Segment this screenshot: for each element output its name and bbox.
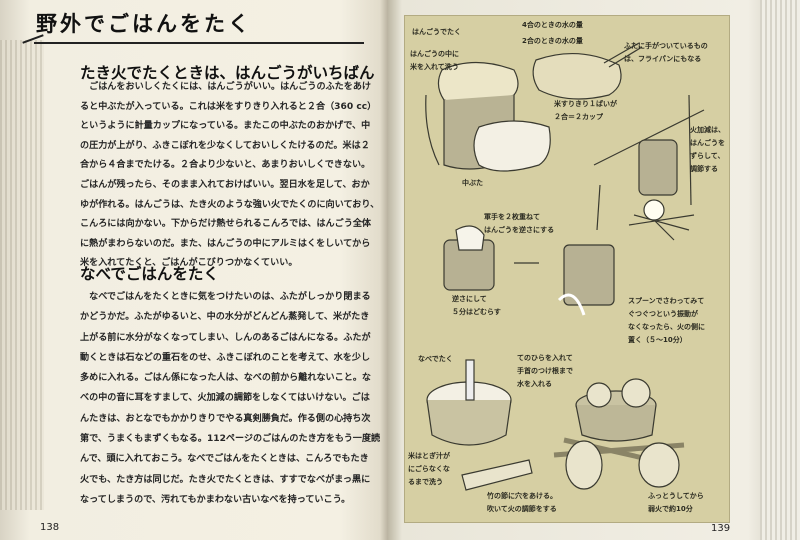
text-line: べの中の音に耳をすまして、火加減の調節をしなくてはいけない。ごは xyxy=(80,393,370,404)
label-line: 竹の節に穴をあける。 xyxy=(487,492,557,500)
label-heat-adjust: 火加減は、はんごうをずらして、調節する xyxy=(690,124,725,176)
label-line: ５分はどむらす xyxy=(452,308,501,316)
label-gloves: 軍手を２枚重ねてはんごうを逆さにする xyxy=(484,211,554,237)
label-line: はんごうの中に xyxy=(410,50,459,58)
label-wash-clear: 米はとぎ汁がにごらなくなるまで洗う xyxy=(408,450,450,489)
section-heading-hangou: たき火でたくときは、はんごうがいちばん xyxy=(80,64,375,82)
label-line: 米を入れて洗う xyxy=(410,63,459,71)
label-water-2go: 2合のときの水の量 xyxy=(522,37,583,45)
label-line: 手首のつけ根まで xyxy=(517,367,573,375)
label-line: 米すりきり１ぱいが xyxy=(554,100,617,108)
text-line: 第で、うまくもまずくもなる。112ページのごはんのたき方をもう一度読 xyxy=(80,434,381,445)
label-line: ふたに手がついているもの xyxy=(624,42,708,50)
label-line: 逆さにして xyxy=(452,295,487,303)
label-hangou-title: はんごうでたく xyxy=(412,28,461,36)
label-measure: 米すりきり１ぱいが ２合＝２カップ xyxy=(554,98,617,124)
text-line: 火でも、たき方は同じだ。たき火でたくときは、すすでなべがまっ黒に xyxy=(80,474,371,485)
label-bamboo: 竹の節に穴をあける。吹いて火の調節をする xyxy=(487,490,557,516)
label-water-4go: 4合のときの水の量 xyxy=(522,21,583,29)
boiling-pot-fire-illustration xyxy=(553,378,685,490)
label-line: 弱火で約10分 xyxy=(648,505,693,513)
label-lid-handle: ふたに手がついているものは、フライパンにもなる xyxy=(624,40,708,66)
left-page-edges xyxy=(0,40,44,510)
title-underline xyxy=(34,42,364,44)
inner-lid-illustration xyxy=(473,120,551,172)
label-boil: ふっとうしてから弱火で約10分 xyxy=(648,490,704,516)
chapter-title: 野外でごはんをたく xyxy=(36,12,252,36)
label-palm: てのひらを入れて手首のつけ根まで水を入れる xyxy=(517,352,573,391)
label-line: なくなったら、火の側に xyxy=(628,323,705,331)
text-line: 動くときは石などの重石をのせ、ふきこぼれのことを考えて、水を少し xyxy=(80,352,371,363)
right-page-edges xyxy=(760,0,800,540)
label-line: は、フライパンにもなる xyxy=(624,55,702,63)
text-line: ると中ぶたが入っている。これは米をすりきり入れると２合（360 cc） xyxy=(80,101,377,112)
label-line: ２合＝２カップ xyxy=(554,113,603,121)
text-line: の圧力が上がり、ふきこぼれを少なくしておいしくたけるのだ。米は２ xyxy=(80,140,370,151)
label-line: 水を入れる xyxy=(517,380,552,388)
text-line: ゆが作れる。はんごうは、たき火のような強い火でたくのに向いており、 xyxy=(80,199,380,210)
text-line: かどうかだ。ふたがゆるいと、中の水分がどんどん蒸発して、米がたき xyxy=(80,312,370,323)
label-line: 米はとぎ汁が xyxy=(408,452,450,460)
text-line: なってしまうので、汚れてもかまわない古いなべを持っていこう。 xyxy=(80,494,351,505)
campfire-hanging-illustration xyxy=(593,94,705,241)
label-line: ずらして、 xyxy=(690,152,725,160)
text-line: 米を入れてたくと、ごはんがこびりつかなくていい。 xyxy=(80,258,298,269)
label-line: るまで洗う xyxy=(408,478,443,486)
cooking-illustrations xyxy=(425,42,705,491)
bamboo-tube-illustration xyxy=(461,459,533,491)
label-spoon: スプーンでさわってみてぐつぐつという振動がなくなったら、火の側に置く（５～10分… xyxy=(628,295,705,347)
label-line: てのひらを入れて xyxy=(517,354,573,362)
section-heading-pot: なべでごはんをたく xyxy=(80,265,219,283)
label-line: 吹いて火の調節をする xyxy=(487,505,557,513)
section-body-pot: なべでごはんをたくときに気をつけたいのは、ふたがしっかり閉まる かどうかだ。ふた… xyxy=(80,287,380,510)
label-line: スプーンでさわってみて xyxy=(628,297,705,305)
label-line: はんごうを逆さにする xyxy=(484,226,555,234)
text-line: んたきは、おとなでもかかりきりでやる真剣勝負だ。作る側の心持ち次 xyxy=(80,413,371,424)
label-line: 置く（５～10分） xyxy=(628,336,687,344)
label-pot-title: なべでたく xyxy=(418,355,453,363)
text-line: に熱がまわらないのだ。また、はんごうの中にアルミはくをしいてから xyxy=(80,238,371,249)
text-line: こんろには向かない。下からだけ熱せられるこんろでは、はんごう全体 xyxy=(80,219,372,230)
text-line: 合から４合までたける。２合より少ないと、あまりおいしくできない。 xyxy=(80,160,371,171)
label-line: 調節する xyxy=(690,165,718,173)
left-page xyxy=(0,0,388,540)
label-wash-rice: はんごうの中に米を入れて洗う xyxy=(410,48,459,74)
text-line: んで、頭に入れておこう。なべでごはんをたくときは、こんろでもたき xyxy=(80,454,369,465)
nabe-pot-illustration xyxy=(426,359,512,446)
text-line: 上がる前に水分がなくなってしまい、しんのあるごはんになる。ふたが xyxy=(80,332,371,343)
page-number-left: 138 xyxy=(40,522,60,533)
hangou-lid-illustration xyxy=(532,42,643,100)
text-line: ごはんをおいしくたくには、はんごうがいい。はんごうのふたをあけ xyxy=(80,82,372,92)
label-line: 火加減は、 xyxy=(690,126,725,134)
label-line: 軍手を２枚重ねて xyxy=(484,213,540,221)
label-line: ぐつぐつという振動が xyxy=(628,310,698,318)
text-line: ごはんが残ったら、そのまま入れておけばいい。翌日水を足して、おか xyxy=(80,179,370,190)
text-line: というように計量カップになっている。またこの中ぶたのおかげで、中 xyxy=(80,121,371,132)
label-line: はんごうを xyxy=(690,139,725,147)
label-steam: 逆さにして ５分はどむらす xyxy=(452,293,501,319)
label-line: にごらなくな xyxy=(408,465,450,473)
flip-hangou-illustration xyxy=(443,225,615,316)
label-inner-lid: 中ぶた xyxy=(462,179,483,187)
label-line: ふっとうしてから xyxy=(648,492,704,500)
section-body-hangou: ごはんをおいしくたくには、はんごうがいい。はんごうのふたをあけ ると中ぶたが入っ… xyxy=(80,78,380,274)
text-line: 多めに入れる。ごはん係になった人は、なべの前から離れないこと。な xyxy=(80,373,372,384)
text-line: なべでごはんをたくときに気をつけたいのは、ふたがしっかり閉まる xyxy=(80,292,371,302)
page-number-right: 139 xyxy=(711,523,731,534)
